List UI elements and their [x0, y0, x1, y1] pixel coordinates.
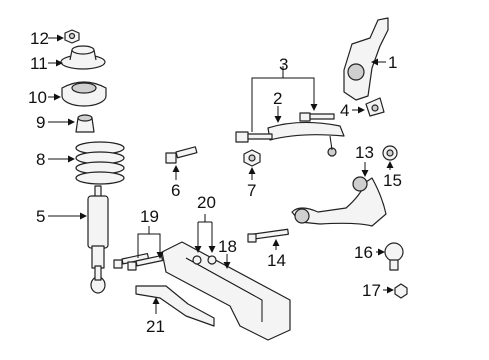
part-2-upper-control-arm [267, 121, 345, 157]
part-15-bushing [382, 145, 398, 161]
callout-4: 4 [340, 101, 349, 120]
callout-7: 7 [247, 181, 256, 200]
callout-12: 12 [30, 29, 49, 48]
callout-9: 9 [36, 113, 45, 132]
callout-17: 17 [362, 281, 381, 300]
part-10-spring-seat [61, 81, 107, 107]
callout-14: 14 [267, 251, 286, 270]
callout-18: 18 [218, 237, 237, 256]
part-14-long-bolt [247, 228, 289, 243]
part-20-nuts [192, 255, 217, 265]
part-7-nut [243, 149, 261, 167]
part-18-crossmember [161, 241, 291, 341]
part-21-brace [135, 285, 215, 327]
callout-10: 10 [28, 88, 47, 107]
part-8-coil-spring [75, 141, 125, 185]
part-11-strut-mount [60, 45, 106, 70]
callout-11: 11 [30, 54, 48, 73]
part-4-cam-washer [365, 97, 385, 117]
callout-13: 13 [355, 143, 374, 162]
part-3-arm-bolt-right [299, 112, 335, 122]
part-5-strut-shock [87, 185, 109, 294]
part-3-arm-bolt-left [235, 131, 273, 143]
callout-5: 5 [36, 207, 45, 226]
callout-2: 2 [273, 89, 282, 108]
part-17-nut [394, 283, 408, 299]
callout-1: 1 [388, 53, 397, 72]
part-6-bolt [165, 146, 198, 164]
callout-16: 16 [354, 243, 373, 262]
part-16-ball-joint [384, 242, 404, 271]
callout-21: 21 [146, 317, 165, 336]
callout-8: 8 [36, 150, 45, 169]
callout-19: 19 [140, 207, 159, 226]
part-9-bump-stop [75, 114, 95, 133]
callout-6: 6 [171, 181, 180, 200]
part-12-nut [64, 29, 80, 44]
callout-3: 3 [279, 55, 288, 74]
callout-20: 20 [197, 193, 216, 212]
callout-15: 15 [383, 171, 402, 190]
part-1-steering-knuckle [343, 17, 389, 101]
part-13-lower-control-arm [291, 176, 387, 227]
